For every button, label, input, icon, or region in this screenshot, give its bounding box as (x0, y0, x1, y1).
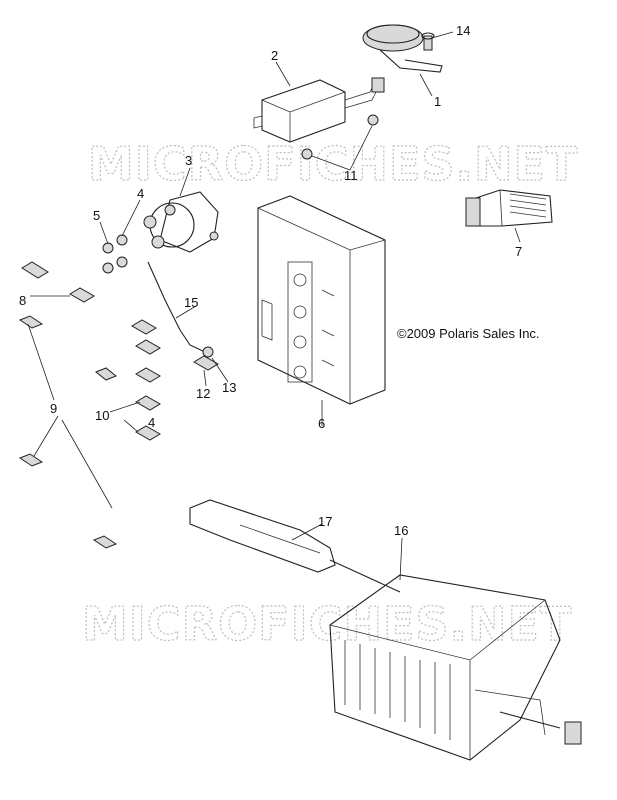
callout-1: 1 (434, 94, 441, 109)
callout-8: 8 (19, 293, 26, 308)
nuts-4-5 (102, 234, 128, 274)
controller (257, 195, 386, 405)
callout-12: 12 (196, 386, 210, 401)
callout-17: 17 (318, 514, 332, 529)
callout-3: 3 (185, 153, 192, 168)
connector (465, 189, 553, 227)
copyright: ©2009 Polaris Sales Inc. (397, 326, 540, 341)
callout-9: 9 (50, 401, 57, 416)
callouts: 1 2 3 4 5 6 7 8 9 10 4 11 12 13 14 15 16… (19, 23, 522, 538)
callout-5: 5 (93, 208, 100, 223)
callout-13: 13 (222, 380, 236, 395)
callout-14: 14 (456, 23, 470, 38)
cable (147, 261, 206, 353)
charger (329, 574, 582, 761)
callout-6: 6 (318, 416, 325, 431)
leader-lines (27, 31, 521, 581)
screws-11 (301, 114, 379, 160)
callout-4: 4 (137, 186, 144, 201)
module-box (253, 77, 385, 143)
callout-15: 15 (184, 295, 198, 310)
bolts-8 (21, 261, 95, 303)
callout-10: 10 (95, 408, 109, 423)
callout-4b: 4 (148, 415, 155, 430)
horn (362, 24, 443, 73)
callout-7: 7 (515, 244, 522, 259)
callout-16: 16 (394, 523, 408, 538)
callout-11: 11 (344, 168, 358, 183)
callout-2: 2 (271, 48, 278, 63)
solenoid (143, 191, 219, 253)
bolts-9 (18, 315, 118, 549)
watermark-bottom: MICROFICHES.NET (82, 597, 572, 651)
charge-handle (189, 499, 401, 593)
bolts-10-12-13 (131, 319, 219, 441)
